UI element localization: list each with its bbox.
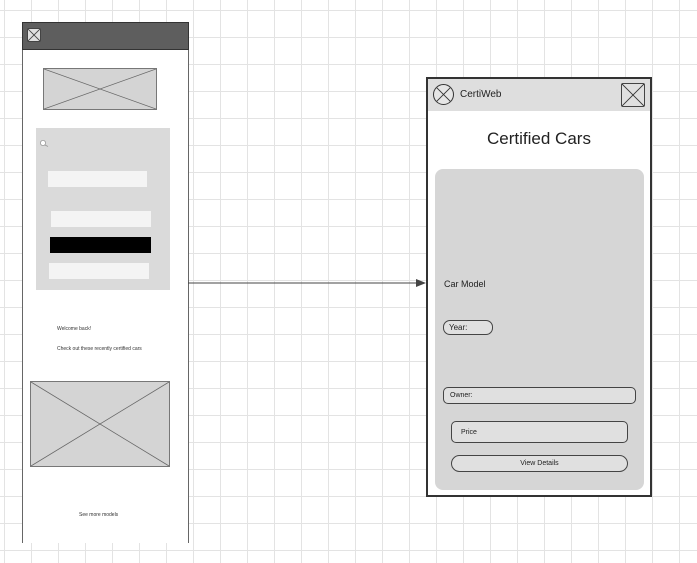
price-field: Price xyxy=(451,421,628,443)
app-logo-icon xyxy=(27,28,41,42)
password-field[interactable] xyxy=(49,263,149,279)
view-details-button[interactable]: View Details xyxy=(451,455,628,472)
recent-cars-text: Check out these recently certified cars xyxy=(57,346,142,352)
search-icon xyxy=(39,134,49,147)
owner-field: Owner: xyxy=(443,387,636,404)
app-name: CertiWeb xyxy=(460,89,502,100)
home-screen-header xyxy=(22,22,189,50)
close-icon[interactable] xyxy=(621,83,645,107)
year-field: Year: xyxy=(443,320,493,335)
logo-icon xyxy=(433,84,454,105)
login-button[interactable] xyxy=(50,237,151,253)
year-label: Year: xyxy=(449,323,468,332)
email-field[interactable] xyxy=(51,211,151,227)
view-details-label: View Details xyxy=(520,460,559,467)
username-field[interactable] xyxy=(48,171,147,187)
detail-screen-header xyxy=(428,79,650,111)
see-more-link[interactable]: See more models xyxy=(79,512,119,518)
arrow-icon xyxy=(188,279,426,287)
price-label: Price xyxy=(461,428,477,436)
car-model-label: Car Model xyxy=(444,279,486,289)
banner-image-placeholder xyxy=(43,68,157,110)
car-image-placeholder xyxy=(30,381,170,467)
owner-label: Owner: xyxy=(450,392,473,399)
welcome-text: Welcome back! xyxy=(57,326,92,332)
page-title: Certified Cars xyxy=(487,129,591,148)
